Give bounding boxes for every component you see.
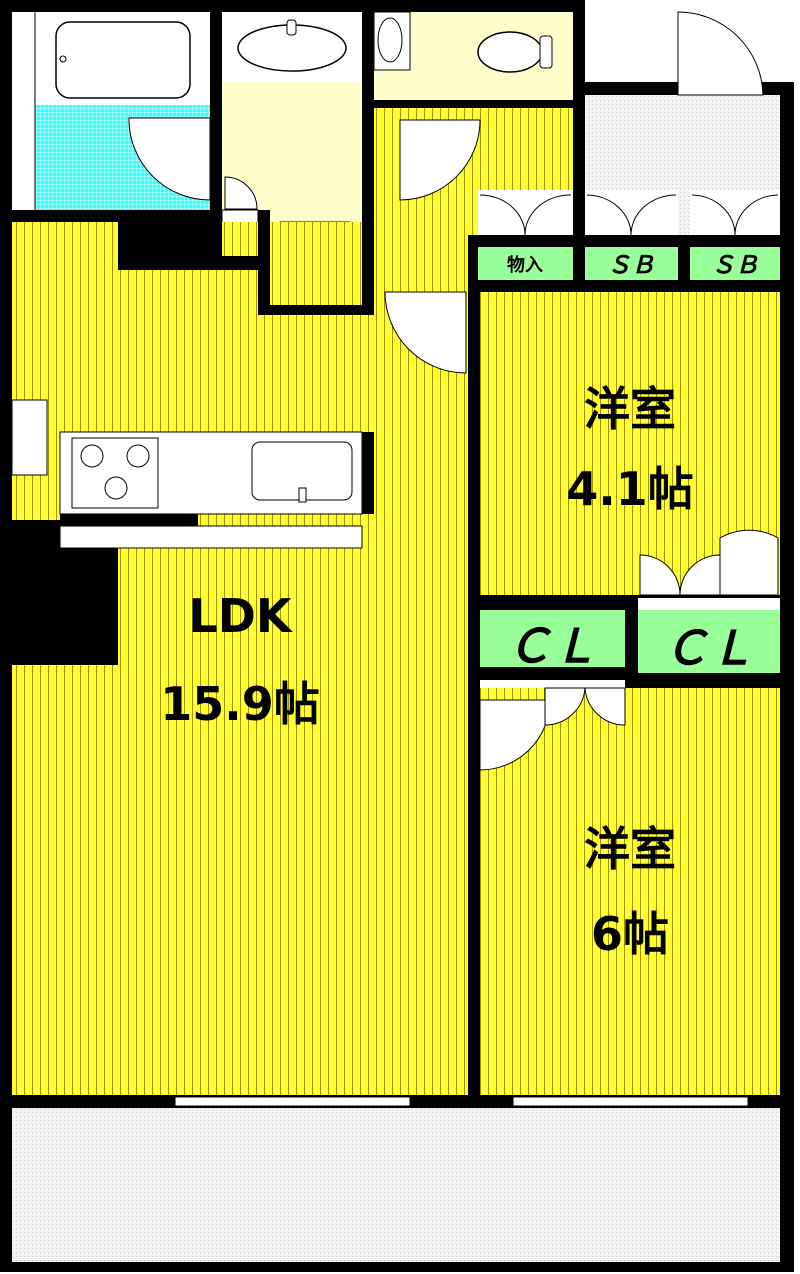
bathtub — [55, 21, 191, 99]
shoe-box-2-label: ＳＢ — [711, 251, 759, 279]
ldk-name: LDK — [188, 589, 293, 643]
window-ldk — [174, 1096, 411, 1107]
western-room-1-size: 4.1帖 — [566, 462, 694, 516]
kitchen-counter — [59, 431, 374, 549]
entrance-door[interactable] — [677, 11, 764, 96]
western-room-2-name: 洋室 — [584, 822, 676, 876]
closet-storage[interactable] — [478, 247, 573, 280]
door-swing — [128, 117, 211, 201]
balcony — [12, 1108, 780, 1262]
refrigerator-space — [11, 399, 48, 476]
closet-1[interactable] — [480, 610, 625, 667]
shoe-box-2[interactable] — [690, 247, 780, 280]
door-swing — [384, 291, 467, 374]
western-room-4-1: 洋室 4.1帖 — [480, 292, 780, 596]
shoe-box-1[interactable] — [585, 247, 678, 280]
window-western-room — [512, 1096, 749, 1107]
western-room-2-size: 6帖 — [591, 907, 669, 961]
ldk-room: LDK 15.9帖 — [11, 100, 468, 1095]
toilet-icon — [477, 31, 543, 73]
ldk-size: 15.9帖 — [160, 677, 320, 731]
shoe-box-1-label: ＳＢ — [607, 251, 655, 279]
western-room-6: 洋室 6帖 — [479, 680, 780, 1095]
closet-1-label: ＣＬ — [506, 619, 598, 673]
closet-2[interactable] — [638, 610, 780, 673]
western-room-1-name: 洋室 — [584, 382, 676, 436]
bathroom — [12, 12, 211, 210]
storage-row: 物入 ＳＢ ＳＢ — [478, 190, 780, 280]
toilet-room — [373, 11, 573, 100]
door-swing — [399, 119, 481, 201]
stove — [71, 437, 159, 509]
closet-2-label: ＣＬ — [663, 621, 755, 675]
closet-storage-label: 物入 — [507, 254, 543, 276]
